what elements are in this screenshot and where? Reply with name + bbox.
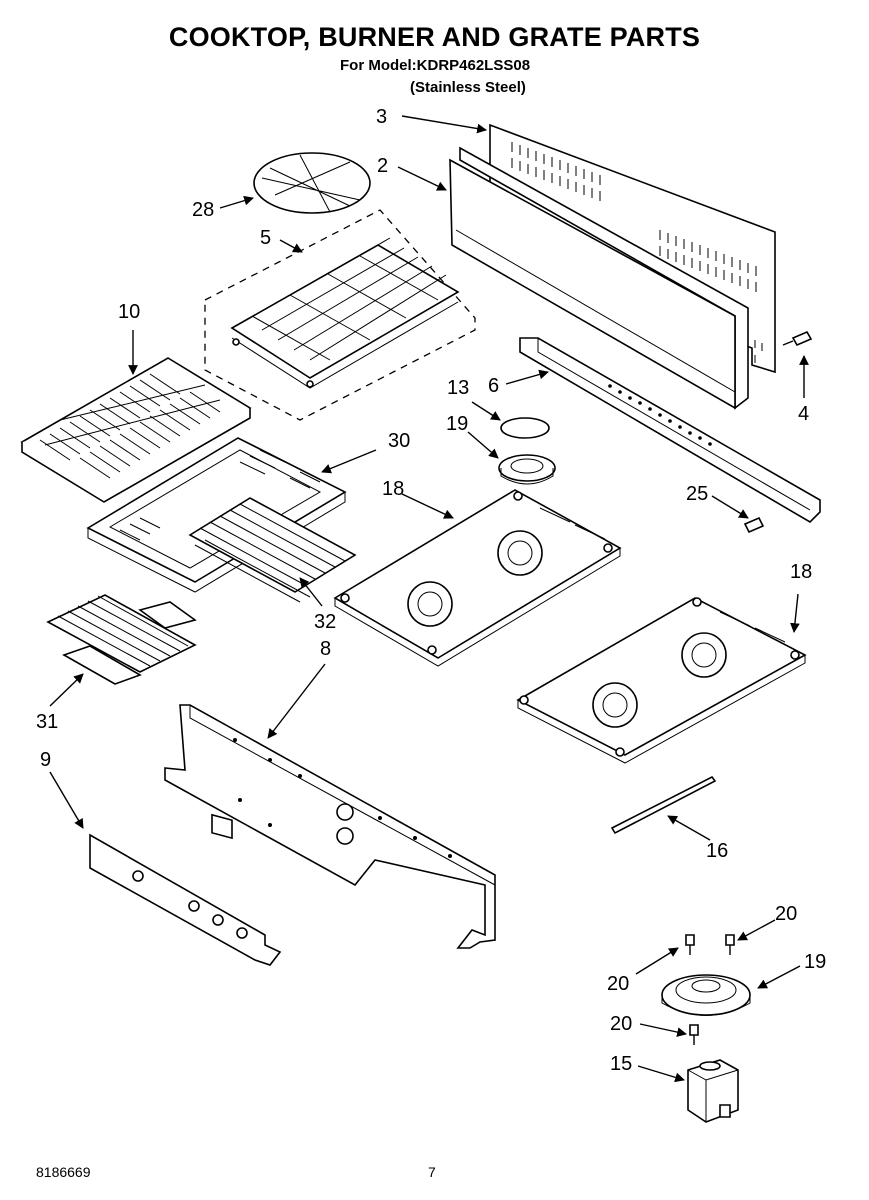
callout-16: 16 [706,840,728,862]
part-16-rod [610,775,717,835]
callout-8: 8 [320,638,331,660]
callout-10: 10 [118,301,140,323]
callout-31: 31 [36,711,58,733]
part-31-lower-baffles [46,594,197,685]
callout-4: 4 [798,403,809,425]
part-13-burner-cap [500,417,550,439]
part-2-back-guard [449,146,749,410]
part-18-lower-tray [516,597,807,764]
callout-6: 6 [488,375,499,397]
part-4-screw [782,330,813,347]
callout-19-bottom: 19 [804,951,826,973]
callout-20-left: 20 [607,973,629,995]
page-number: 7 [428,1164,436,1180]
document-number: 8186669 [36,1164,91,1180]
part-5-grate-assembly [204,209,476,421]
callout-9: 9 [40,749,51,771]
finish-label: (Stainless Steel) [410,79,526,96]
callout-18-lower: 18 [790,561,812,583]
callout-13: 13 [447,377,469,399]
callout-28: 28 [192,199,214,221]
callout-18-upper: 18 [382,478,404,500]
part-10-drip-tray [20,357,252,503]
callout-2: 2 [377,155,388,177]
part-19-burner-top [498,454,556,485]
part-9-control-bracket [89,833,282,966]
callout-labels: 3 2 4 28 5 10 6 13 19 30 18 25 18 32 8 3… [36,106,826,1075]
part-25-screw [743,516,765,534]
part-19-burner-base [661,974,751,1016]
part-18-upper-tray [333,489,622,667]
callout-30: 30 [388,430,410,452]
callout-20-right: 20 [775,903,797,925]
part-28-grate-pad [253,152,371,214]
callout-25: 25 [686,483,708,505]
callout-15: 15 [610,1053,632,1075]
part-20-screws [685,934,735,1045]
part-15-valve [687,1059,739,1123]
callout-5: 5 [260,227,271,249]
callout-19-top: 19 [446,413,468,435]
leader-lines [49,115,809,1083]
part-8-manifold-bracket [164,704,496,949]
callout-3: 3 [376,106,387,128]
part-6-rail [519,337,821,524]
page-title: COOKTOP, BURNER AND GRATE PARTS [168,22,701,52]
part-32-baffles [188,497,357,603]
callout-20-lower: 20 [610,1013,632,1035]
callout-32: 32 [314,611,336,633]
model-number: For Model:KDRP462LSS08 [340,57,531,74]
part-30-frame [86,437,347,593]
